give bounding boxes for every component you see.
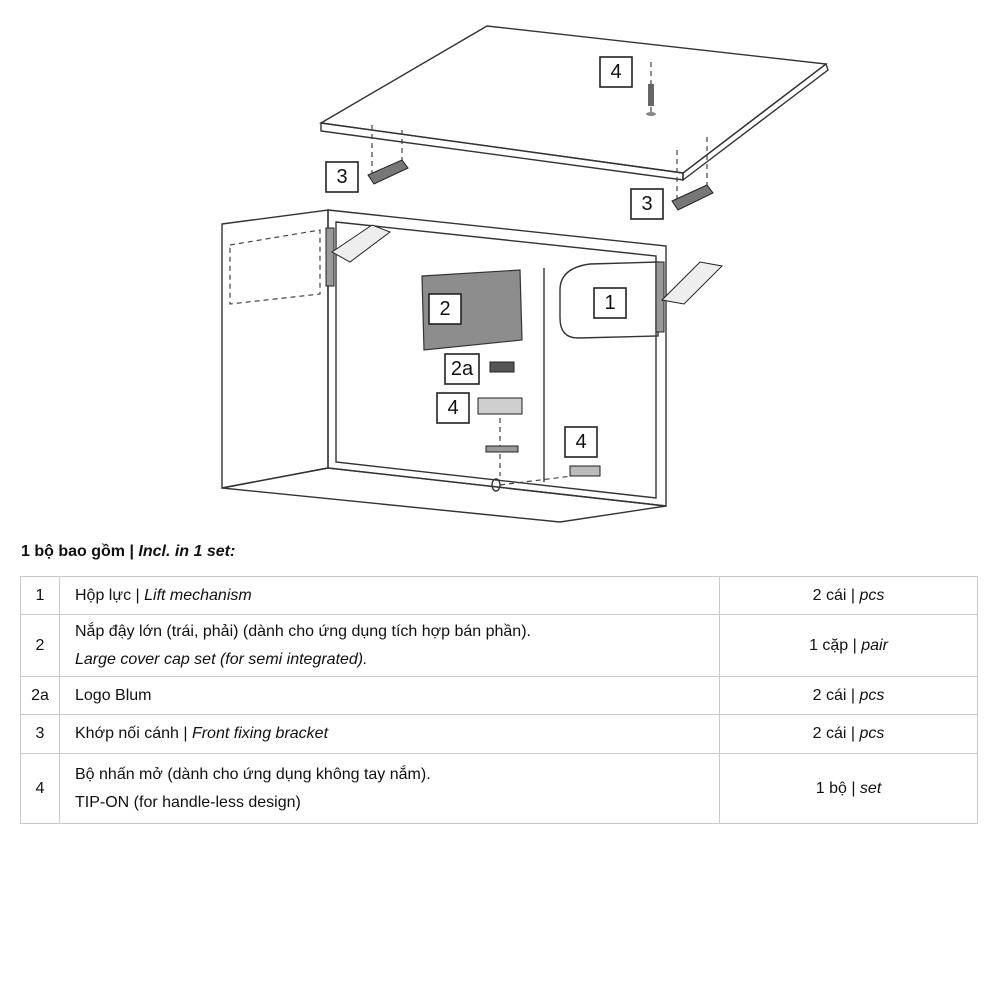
- right-lift-mechanism: [559, 261, 724, 339]
- row-description: Logo Blum: [59, 676, 720, 715]
- set-heading-prefix: 1 bộ bao gồm |: [21, 543, 139, 560]
- table-row: 1 Hộp lực | Lift mechanism 2 cái | pcs: [20, 576, 978, 615]
- callout-label: 4: [610, 61, 621, 83]
- logo-part: [489, 361, 515, 373]
- callout-label: 3: [641, 193, 652, 215]
- row-description: Khớp nối cánh | Front fixing bracket: [59, 714, 720, 754]
- row-number: 4: [20, 753, 60, 824]
- callout-label: 3: [336, 166, 347, 188]
- table-row: 3 Khớp nối cánh | Front fixing bracket 2…: [20, 714, 978, 754]
- qty-unit: pcs: [859, 586, 885, 604]
- qty-text: 2 cái |: [812, 725, 860, 742]
- tipon-part: [477, 397, 601, 492]
- row-quantity: 2 cái | pcs: [719, 676, 978, 715]
- row-quantity: 2 cái | pcs: [719, 576, 978, 615]
- qty-unit: pair: [861, 636, 888, 654]
- qty-unit: set: [859, 779, 882, 797]
- left-lift-mechanism: [325, 224, 392, 287]
- qty-text: 1 cặp |: [809, 636, 862, 654]
- callout-tipon-4: 4: [436, 392, 470, 424]
- set-heading-italic: Incl. in 1 set:: [138, 543, 236, 560]
- row-description: Nắp đậy lớn (trái, phải) (dành cho ứng d…: [59, 614, 720, 677]
- row-number: 2a: [20, 676, 60, 715]
- row-quantity: 1 bộ | set: [719, 753, 978, 824]
- callout-lid-4: 4: [599, 56, 633, 88]
- table-row: 2a Logo Blum 2 cái | pcs: [20, 676, 978, 715]
- desc-line1: Logo Blum: [75, 686, 152, 704]
- desc-line1-italic: Lift mechanism: [144, 586, 252, 604]
- desc-line1: Nắp đậy lớn (trái, phải) (dành cho ứng d…: [75, 622, 531, 640]
- qty-text: 2 cái |: [812, 686, 860, 704]
- callout-bracket-right-3: 3: [630, 188, 664, 220]
- table-row: 4 Bộ nhấn mở (dành cho ứng dụng không ta…: [20, 753, 978, 824]
- callout-bracket-left-3: 3: [325, 161, 359, 193]
- qty-text: 2 cái |: [812, 586, 860, 604]
- cabinet: [221, 209, 667, 523]
- row-number: 3: [20, 714, 60, 754]
- callout-label: 4: [447, 397, 458, 419]
- row-description: Hộp lực | Lift mechanism: [59, 576, 720, 615]
- callout-logo-2a: 2a: [444, 353, 480, 385]
- row-quantity: 1 cặp | pair: [719, 614, 978, 677]
- row-quantity: 2 cái | pcs: [719, 714, 978, 754]
- callout-lift-1: 1: [593, 287, 627, 319]
- table-row: 2 Nắp đậy lớn (trái, phải) (dành cho ứng…: [20, 614, 978, 677]
- row-description: Bộ nhấn mở (dành cho ứng dụng không tay …: [59, 753, 720, 824]
- callout-label: 1: [604, 292, 615, 314]
- callout-bottom-4: 4: [564, 426, 598, 458]
- lid-screw: [646, 62, 656, 116]
- qty-text: 1 bộ |: [815, 779, 860, 797]
- cover-cap: [421, 269, 523, 351]
- desc-line2: TIP-ON (for handle-less design): [75, 793, 301, 811]
- row-number: 1: [20, 576, 60, 615]
- callout-label: 2a: [451, 358, 474, 380]
- set-heading: 1 bộ bao gồm | Incl. in 1 set:: [21, 543, 235, 561]
- assembly-diagram: 4 3 3 2 1 2a 4 4: [221, 25, 829, 523]
- front-panel: [318, 25, 829, 182]
- desc-line1: Hộp lực |: [75, 586, 145, 604]
- qty-unit: pcs: [859, 725, 885, 742]
- qty-unit: pcs: [859, 686, 885, 704]
- right-bracket: [671, 137, 714, 211]
- desc-line1-italic: Front fixing bracket: [191, 725, 329, 742]
- parts-table: 1 Hộp lực | Lift mechanism 2 cái | pcs 2…: [20, 576, 978, 824]
- callout-cover-2: 2: [428, 293, 462, 325]
- left-bracket: [367, 125, 409, 185]
- desc-line2-italic: Large cover cap set (for semi integrated…: [75, 650, 368, 668]
- callout-label: 4: [575, 431, 586, 453]
- desc-line1: Khớp nối cánh |: [75, 725, 192, 742]
- row-number: 2: [20, 614, 60, 677]
- callout-label: 2: [439, 298, 450, 320]
- desc-line1: Bộ nhấn mở (dành cho ứng dụng không tay …: [75, 765, 431, 783]
